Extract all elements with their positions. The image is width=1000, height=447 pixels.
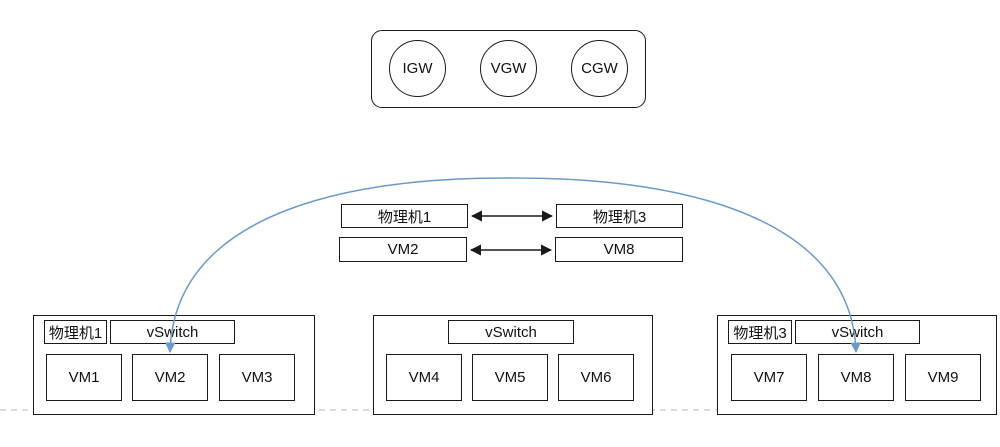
vm6-box: VM6 [558,354,634,401]
vm7-box: VM7 [731,354,807,401]
vswitch-3: vSwitch [795,320,920,344]
vm8-box: VM8 [818,354,894,401]
vm2-box: VM2 [132,354,208,401]
vm4-box: VM4 [386,354,462,401]
vswitch-2: vSwitch [448,320,574,344]
cgw-node: CGW [571,40,628,97]
host-label-3: 物理机3 [728,320,792,344]
mapping-left-host: 物理机1 [341,204,468,228]
vm3-box: VM3 [219,354,295,401]
vgw-node: VGW [480,40,537,97]
mapping-left-vm: VM2 [339,237,467,262]
vm9-box: VM9 [905,354,981,401]
igw-node: IGW [389,40,446,97]
host-label-1: 物理机1 [44,320,107,344]
mapping-right-host: 物理机3 [556,204,683,228]
cross-host-curve [165,177,861,354]
gateway-panel: IGW VGW CGW [371,30,646,108]
vm5-box: VM5 [472,354,548,401]
mapping-right-vm: VM8 [555,237,683,262]
vm1-box: VM1 [46,354,122,401]
